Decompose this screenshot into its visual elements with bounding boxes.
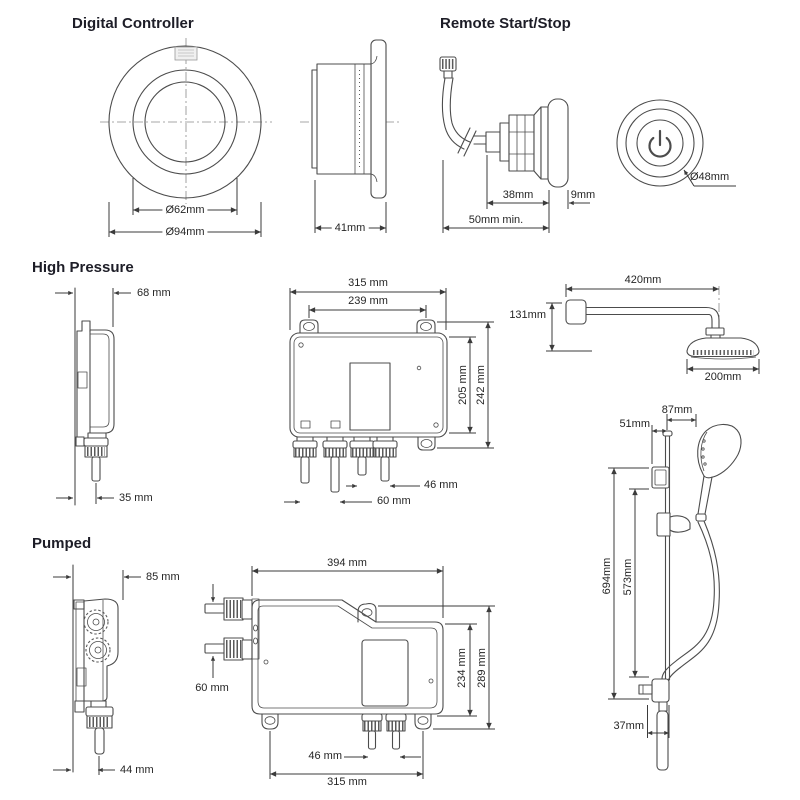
dim-label-pumped-body-height: 234 mm — [456, 648, 468, 688]
shower-hose — [661, 521, 715, 680]
remote-front-view — [616, 99, 736, 187]
dim-label-hp-overall-height: 242 mm — [475, 365, 487, 405]
high-pressure-front-view — [289, 319, 448, 493]
dim-label-rail-bracket-offset: 51mm — [619, 418, 650, 430]
dim-label-hp-body-height: 205 mm — [457, 365, 469, 405]
dim-label-hp-width: 315 mm — [348, 277, 388, 289]
dim-label-head-drop: 131mm — [509, 309, 546, 321]
dim-label-hp-outlet-60: 60 mm — [377, 495, 411, 507]
dim-label-pumped-outlet-offset: 44 mm — [120, 764, 154, 776]
dim-label-hp-outlet-offset: 35 mm — [119, 492, 153, 504]
section-title-high-pressure: High Pressure — [32, 259, 134, 276]
pumped-inlet-connectors — [204, 584, 253, 678]
section-title-pumped: Pumped — [32, 535, 92, 552]
remote-cable — [439, 56, 488, 157]
outlet-connector — [292, 436, 318, 484]
section-title-remote-start-stop: Remote Start/Stop — [440, 15, 571, 32]
dim-label-pumped-overall-height: 289 mm — [476, 648, 488, 688]
fixed-head-view — [565, 286, 760, 360]
dim-label-pumped-fixing-centres: 315 mm — [327, 776, 367, 788]
dim-label-pumped-inlet-spacing: 60 mm — [195, 682, 229, 694]
outlet-connector — [385, 713, 407, 750]
dim-label-rail-fixing-centres: 573mm — [622, 558, 634, 596]
dim-label-remote-body-depth: 38mm — [502, 189, 534, 201]
pumped-front-dims — [251, 566, 495, 779]
dim-label-rail-overall-length: 694mm — [601, 557, 613, 595]
dim-label-head-diameter: 200mm — [704, 371, 742, 383]
dim-label-hp-outlet-46: 46 mm — [424, 479, 458, 491]
slide-rail-dims — [608, 414, 697, 738]
dim-label-remote-min-clearance: 50mm min. — [468, 214, 524, 226]
outlet-connector — [349, 436, 375, 476]
outlet-connector — [372, 436, 398, 482]
high-pressure-side-dims — [55, 288, 131, 504]
dim-label-head-arm-length: 420mm — [624, 274, 662, 286]
outlet-connector — [361, 713, 383, 750]
high-pressure-front-dims — [284, 288, 494, 505]
dim-label-controller-depth: 41mm — [331, 222, 369, 234]
section-title-digital-controller: Digital Controller — [72, 15, 194, 32]
dim-label-pumped-outlet-spacing: 46 mm — [308, 750, 342, 762]
fixed-head-dims — [546, 284, 760, 374]
digital-controller-front-view — [100, 38, 272, 208]
remote-side-dims — [442, 155, 590, 233]
high-pressure-side-view — [74, 287, 115, 506]
dim-label-remote-bezel-depth: 9mm — [570, 189, 596, 201]
dim-label-hp-depth: 68 mm — [137, 287, 171, 299]
dim-label-rail-handset-offset: 87mm — [661, 404, 693, 416]
handset-head — [697, 423, 742, 479]
pumped-side-dims — [53, 570, 141, 775]
brand-logo — [174, 46, 198, 61]
dim-label-controller-outer-diameter: Ø94mm — [162, 226, 208, 238]
remote-side-view — [485, 98, 569, 188]
pumped-side-view — [72, 564, 119, 773]
dim-label-controller-inner-diameter: Ø62mm — [162, 204, 208, 216]
dim-label-rail-outlet-offset: 37mm — [613, 720, 644, 732]
dim-label-remote-diameter: Ø48mm — [690, 171, 730, 183]
dim-label-pumped-depth: 85 mm — [146, 571, 180, 583]
dim-label-hp-fixing-centres: 239 mm — [348, 295, 388, 307]
slide-rail-view — [638, 423, 742, 771]
digital-controller-side-view — [300, 39, 400, 199]
pumped-front-view — [251, 598, 444, 750]
outlet-connector — [322, 436, 348, 493]
power-icon — [648, 129, 672, 158]
dim-label-pumped-width: 394 mm — [327, 557, 367, 569]
